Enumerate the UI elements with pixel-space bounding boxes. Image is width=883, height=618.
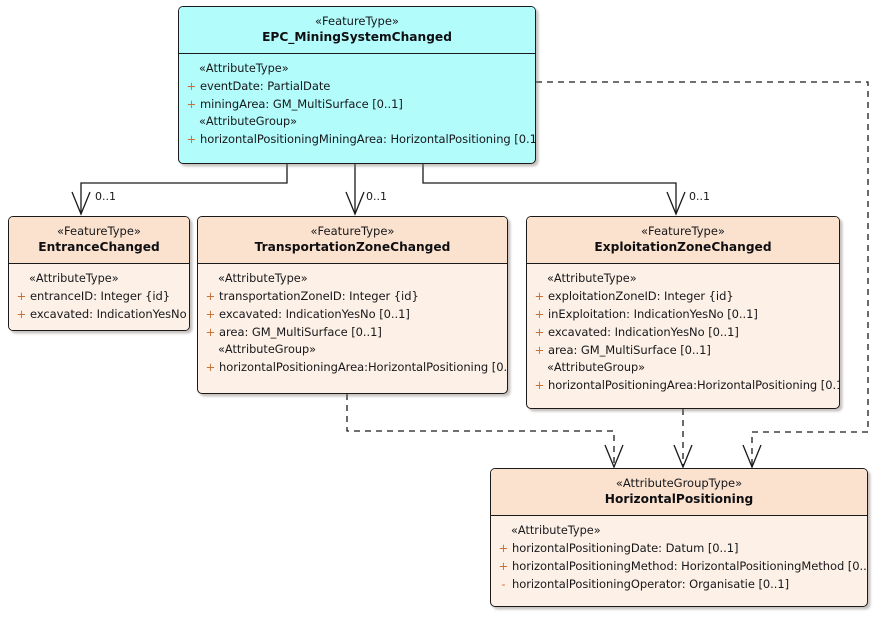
attribute-text: area: GM_MultiSurface [0..1]: [548, 343, 711, 357]
class-header-entrancechanged: «FeatureType» EntranceChanged: [9, 217, 189, 264]
attribute-text: miningArea: GM_MultiSurface [0..1]: [200, 97, 403, 111]
attribute-row[interactable]: + area: GM_MultiSurface [0..1]: [531, 341, 835, 359]
visibility-marker: +: [534, 325, 545, 339]
visibility-marker: +: [534, 289, 545, 303]
class-body-transportationzonechanged: «AttributeType» + transportationZoneID: …: [198, 264, 507, 383]
class-exploitationzonechanged[interactable]: «FeatureType» ExploitationZoneChanged «A…: [526, 216, 840, 409]
class-stereotype: «FeatureType»: [315, 14, 399, 28]
attribute-group-label: «AttributeType»: [511, 524, 601, 537]
class-name: TransportationZoneChanged: [254, 240, 451, 254]
attribute-row[interactable]: + eventDate: PartialDate: [183, 77, 531, 95]
attribute-row[interactable]: + miningArea: GM_MultiSurface [0..1]: [183, 95, 531, 113]
visibility-marker: +: [205, 307, 216, 321]
attribute-text: eventDate: PartialDate: [200, 79, 331, 93]
multiplicity-exploitationzone: 0..1: [689, 190, 710, 203]
class-body-entrancechanged: «AttributeType» + entranceID: Integer {i…: [9, 264, 189, 330]
visibility-marker: +: [498, 559, 509, 573]
visibility-marker: +: [186, 79, 197, 93]
attribute-row[interactable]: + horizontalPositioningArea:HorizontalPo…: [202, 358, 507, 376]
attribute-text: exploitationZoneID: Integer {id}: [548, 289, 734, 303]
attribute-row[interactable]: + horizontalPositioningMethod: Horizonta…: [495, 557, 867, 575]
visibility-marker: -: [501, 577, 506, 591]
class-header-horizontalpositioning: «AttributeGroupType» HorizontalPositioni…: [491, 469, 867, 516]
visibility-marker: +: [534, 307, 545, 321]
multiplicity-entrance: 0..1: [95, 190, 116, 203]
attribute-group-label: «AttributeGroup»: [199, 115, 298, 128]
class-body-epc-miningsystemchanged: «AttributeType» + eventDate: PartialDate…: [179, 54, 535, 155]
visibility-marker: +: [205, 289, 216, 303]
attribute-row[interactable]: + transportationZoneID: Integer {id}: [202, 287, 503, 305]
class-name: EPC_MiningSystemChanged: [262, 30, 452, 44]
attribute-group-label: «AttributeType»: [218, 272, 308, 285]
class-epc-miningsystemchanged[interactable]: «FeatureType» EPC_MiningSystemChanged «A…: [178, 6, 536, 164]
visibility-marker: +: [16, 307, 27, 321]
class-name: EntranceChanged: [38, 240, 160, 254]
visibility-marker: +: [534, 343, 545, 357]
class-stereotype: «FeatureType»: [641, 224, 725, 238]
visibility-marker: +: [186, 132, 197, 146]
attribute-group-label: «AttributeType»: [547, 272, 637, 285]
association-mining-to-entrance: [71, 164, 288, 216]
visibility-marker: +: [16, 289, 27, 303]
attribute-row[interactable]: + excavated: IndicationYesNo [0..1]: [531, 323, 835, 341]
attribute-group-label: «AttributeGroup»: [218, 343, 317, 356]
attribute-row[interactable]: + entranceID: Integer {id}: [13, 287, 185, 305]
visibility-marker: +: [186, 97, 197, 111]
attribute-text: horizontalPositioningMethod: HorizontalP…: [512, 559, 868, 573]
attribute-text: excavated: IndicationYesNo [0..1]: [219, 307, 410, 321]
attribute-text: horizontalPositioningDate: Datum [0..1]: [512, 541, 739, 555]
class-entrancechanged[interactable]: «FeatureType» EntranceChanged «Attribute…: [8, 216, 190, 331]
visibility-marker: +: [205, 360, 216, 374]
class-header-exploitationzonechanged: «FeatureType» ExploitationZoneChanged: [527, 217, 839, 264]
class-body-horizontalpositioning: «AttributeType» + horizontalPositioningD…: [491, 516, 867, 600]
attribute-text: entranceID: Integer {id}: [30, 289, 171, 303]
attribute-row[interactable]: + horizontalPositioningDate: Datum [0..1…: [495, 539, 863, 557]
attribute-row[interactable]: + area: GM_MultiSurface [0..1]: [202, 323, 503, 341]
class-transportationzonechanged[interactable]: «FeatureType» TransportationZoneChanged …: [197, 216, 508, 394]
attribute-text: excavated: IndicationYesNo: [30, 307, 187, 321]
attribute-row[interactable]: + exploitationZoneID: Integer {id}: [531, 287, 835, 305]
visibility-marker: +: [498, 541, 509, 555]
dependency-arrow-1: [604, 444, 624, 469]
class-header-epc-miningsystemchanged: «FeatureType» EPC_MiningSystemChanged: [179, 7, 535, 54]
attribute-row[interactable]: + horizontalPositioningMiningArea: Horiz…: [183, 130, 535, 148]
attribute-group-label: «AttributeGroup»: [547, 361, 646, 374]
class-body-exploitationzonechanged: «AttributeType» + exploitationZoneID: In…: [527, 264, 839, 401]
attribute-row[interactable]: - horizontalPositioningOperator: Organis…: [495, 575, 863, 593]
class-name: ExploitationZoneChanged: [594, 240, 772, 254]
visibility-marker: +: [534, 378, 545, 392]
attribute-group-label: «AttributeType»: [199, 62, 289, 75]
attribute-text: excavated: IndicationYesNo [0..1]: [548, 325, 739, 339]
attribute-row[interactable]: + excavated: IndicationYesNo [0..1]: [202, 305, 503, 323]
attribute-text: area: GM_MultiSurface [0..1]: [219, 325, 382, 339]
class-stereotype: «FeatureType»: [310, 224, 395, 238]
attribute-row[interactable]: + horizontalPositioningArea:HorizontalPo…: [531, 376, 839, 394]
dependency-arrow-3: [742, 444, 762, 469]
association-mining-to-transportationzone: [345, 164, 365, 216]
attribute-text: horizontalPositioningArea:HorizontalPosi…: [219, 360, 508, 374]
class-name: HorizontalPositioning: [604, 492, 754, 506]
association-mining-to-exploitationzone: [422, 164, 686, 216]
attribute-text: inExploitation: IndicationYesNo [0..1]: [548, 307, 758, 321]
attribute-row[interactable]: + inExploitation: IndicationYesNo [0..1]: [531, 305, 835, 323]
attribute-text: transportationZoneID: Integer {id}: [219, 289, 419, 303]
visibility-marker: +: [205, 325, 216, 339]
multiplicity-transportationzone: 0..1: [366, 190, 387, 203]
attribute-row[interactable]: + excavated: IndicationYesNo: [13, 305, 187, 323]
attribute-group-label: «AttributeType»: [29, 272, 119, 285]
class-stereotype: «AttributeGroupType»: [615, 476, 743, 490]
class-header-transportationzonechanged: «FeatureType» TransportationZoneChanged: [198, 217, 507, 264]
class-stereotype: «FeatureType»: [57, 224, 141, 238]
attribute-text: horizontalPositioningOperator: Organisat…: [512, 577, 790, 591]
class-horizontalpositioning[interactable]: «AttributeGroupType» HorizontalPositioni…: [490, 468, 868, 607]
attribute-text: horizontalPositioningArea:HorizontalPosi…: [548, 378, 840, 392]
attribute-text: horizontalPositioningMiningArea: Horizon…: [200, 132, 536, 146]
dependency-arrow-2: [673, 444, 693, 469]
